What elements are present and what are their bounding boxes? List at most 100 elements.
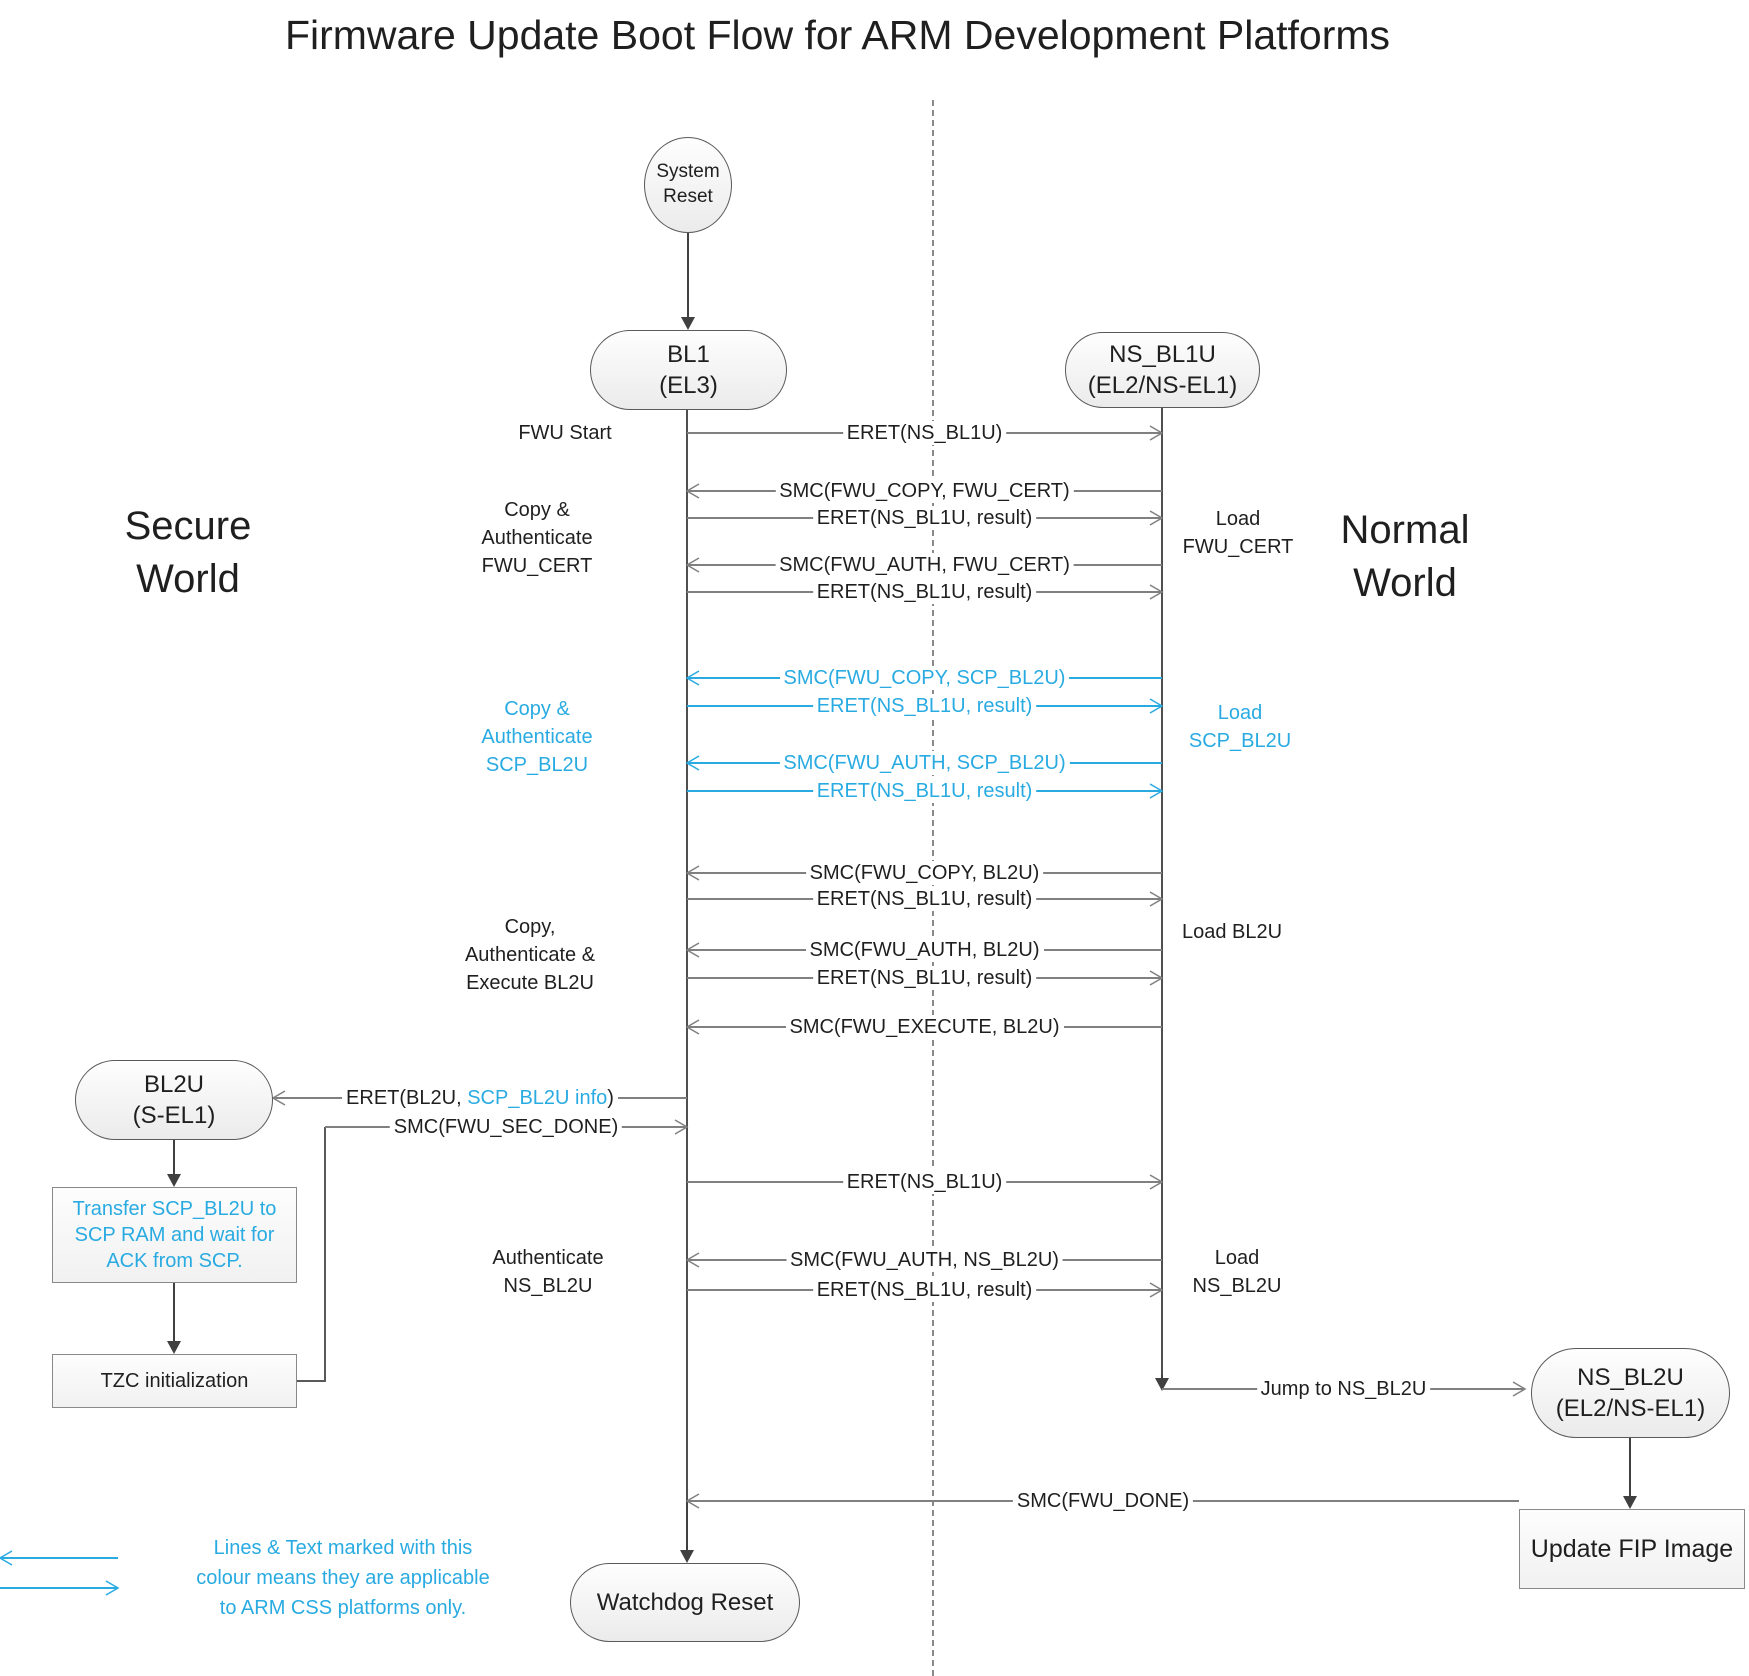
eret-result-3-label: ERET(NS_BL1U, result) xyxy=(812,694,1037,718)
smc-fwu-auth-scp-bl2u-label: SMC(FWU_AUTH, SCP_BL2U) xyxy=(779,751,1070,775)
node-bl1-label: (EL3) xyxy=(659,372,718,399)
sec-done-elbow-horizontal xyxy=(297,1380,326,1382)
eret-result-4-label: ERET(NS_BL1U, result) xyxy=(812,779,1037,803)
transfer-to-tzc-arrow-line xyxy=(172,1283,176,1343)
node-tzc-initialization: TZC initialization xyxy=(52,1354,297,1408)
load-scp-bl2u-label-line: Load xyxy=(1217,702,1263,724)
node-bl2u: BL2U(S-EL1) xyxy=(75,1060,273,1140)
arrowhead-left-icon xyxy=(685,483,700,499)
diagram-title: Firmware Update Boot Flow for ARM Develo… xyxy=(284,12,1391,58)
bl1-to-watchdog-arrow-head-icon xyxy=(680,1550,694,1563)
arrowhead-right-icon xyxy=(1512,1381,1527,1397)
reset-to-bl1-arrow-head-icon xyxy=(681,317,695,330)
eret-result-6-label: ERET(NS_BL1U, result) xyxy=(812,966,1037,990)
copy-auth-fwu-cert-label-line: FWU_CERT xyxy=(481,555,593,577)
copy-auth-fwu-cert-label-line: Authenticate xyxy=(481,527,593,549)
smc-fwu-done-label: SMC(FWU_DONE) xyxy=(1012,1489,1194,1513)
node-transfer-scp-bl2u: Transfer SCP_BL2U to SCP RAM and wait for… xyxy=(52,1187,297,1283)
arrowhead-left-icon xyxy=(0,1550,13,1566)
arrowhead-left-icon xyxy=(685,1252,700,1268)
eret-result-5-label: ERET(NS_BL1U, result) xyxy=(812,887,1037,911)
copy-auth-execute-bl2u-label-line: Authenticate & xyxy=(464,944,596,966)
node-bl2u-label: BL2U xyxy=(143,1070,205,1098)
arrowhead-left-icon xyxy=(685,942,700,958)
load-ns-bl2u-label-line: NS_BL2U xyxy=(1192,1275,1282,1297)
eret-bl2u-scp-info-label: ERET(BL2U, SCP_BL2U info) xyxy=(342,1086,618,1110)
arrowhead-right-icon xyxy=(1149,584,1164,600)
copy-auth-execute-bl2u-label: Copy, Authenticate & Execute BL2U xyxy=(465,913,595,997)
copy-auth-execute-bl2u-label-line: Execute BL2U xyxy=(466,972,594,994)
legend-arrow-left-line xyxy=(0,1557,118,1559)
ns-bl2u-to-fip-arrow-line xyxy=(1628,1438,1632,1498)
arrowhead-right-icon xyxy=(1149,970,1164,986)
eret-result-1-label: ERET(NS_BL1U, result) xyxy=(812,506,1037,530)
node-watchdog-reset: Watchdog Reset xyxy=(570,1563,800,1642)
ns-bl1u-lifeline-end-arrow-head-icon xyxy=(1155,1378,1169,1391)
node-update-fip-image-label: Update FIP Image xyxy=(1530,1534,1734,1563)
node-transfer-scp-bl2u-label: SCP RAM and wait for xyxy=(74,1224,275,1246)
smc-fwu-auth-fwu-cert-label: SMC(FWU_AUTH, FWU_CERT) xyxy=(775,553,1074,577)
node-ns-bl1u-label: NS_BL1U xyxy=(1109,340,1216,368)
arrowhead-left-icon xyxy=(271,1090,286,1106)
arrowhead-left-icon xyxy=(685,1493,700,1509)
smc-fwu-copy-bl2u-label: SMC(FWU_COPY, BL2U) xyxy=(805,861,1044,885)
normal-world-line1: Normal xyxy=(1340,508,1470,552)
sec-done-elbow-vertical xyxy=(324,1127,326,1381)
arrowhead-right-icon xyxy=(1149,1282,1164,1298)
legend-line3: to ARM CSS platforms only. xyxy=(219,1597,467,1619)
node-update-fip-image: Update FIP Image xyxy=(1519,1509,1745,1589)
node-system-reset-label: System xyxy=(656,161,720,183)
authenticate-ns-bl2u-label-line: Authenticate xyxy=(492,1247,604,1269)
bl1-lifeline xyxy=(686,410,688,1501)
ns-bl2u-to-fip-arrow-head-icon xyxy=(1623,1496,1637,1509)
copy-auth-scp-bl2u-label-line: SCP_BL2U xyxy=(485,754,589,776)
arrowhead-left-icon xyxy=(685,865,700,881)
arrowhead-right-icon xyxy=(1149,425,1164,441)
arrowhead-right-icon xyxy=(105,1580,120,1596)
arrowhead-right-icon xyxy=(1149,1174,1164,1190)
node-transfer-scp-bl2u-label: Transfer SCP_BL2U to xyxy=(72,1198,277,1220)
smc-fwu-copy-scp-bl2u-label: SMC(FWU_COPY, SCP_BL2U) xyxy=(779,666,1070,690)
eret-ns-bl1u-start-label: ERET(NS_BL1U) xyxy=(842,421,1007,445)
arrowhead-left-icon xyxy=(685,670,700,686)
reset-to-bl1-arrow-line xyxy=(686,232,690,319)
node-tzc-initialization-label: TZC initialization xyxy=(100,1370,249,1392)
load-ns-bl2u-label-line: Load xyxy=(1214,1247,1260,1269)
bl2u-to-transfer-arrow-head-icon xyxy=(167,1174,181,1187)
eret-result-7-label: ERET(NS_BL1U, result) xyxy=(812,1278,1037,1302)
legend-line2: colour means they are applicable xyxy=(196,1567,490,1589)
node-watchdog-reset-label: Watchdog Reset xyxy=(596,1588,774,1616)
ns-bl1u-lifeline xyxy=(1161,408,1163,1377)
legend-arrow-right-line xyxy=(0,1587,118,1589)
smc-fwu-copy-fwu-cert-label: SMC(FWU_COPY, FWU_CERT) xyxy=(775,479,1074,503)
arrowhead-right-icon xyxy=(1149,891,1164,907)
node-bl1-label: BL1 xyxy=(667,340,710,368)
eret-bl2u-scp-info-label-part: ) xyxy=(607,1087,614,1109)
eret-ns-bl1u-2-label: ERET(NS_BL1U) xyxy=(842,1170,1007,1194)
secure-world-label: Secure World xyxy=(125,500,252,606)
node-transfer-scp-bl2u-label: ACK from SCP. xyxy=(106,1250,243,1272)
eret-result-2-label: ERET(NS_BL1U, result) xyxy=(812,580,1037,604)
arrowhead-right-icon xyxy=(1149,510,1164,526)
legend-note: Lines & Text marked with this colour mea… xyxy=(113,1533,573,1623)
arrowhead-right-icon xyxy=(1149,783,1164,799)
jump-to-ns-bl2u-label: Jump to NS_BL2U xyxy=(1256,1377,1431,1401)
copy-auth-scp-bl2u-label-line: Authenticate xyxy=(481,726,593,748)
arrowhead-left-icon xyxy=(685,1019,700,1035)
secure-world-line1: Secure xyxy=(124,504,252,548)
load-fwu-cert-label-line: Load xyxy=(1215,508,1261,530)
smc-fwu-execute-bl2u-label: SMC(FWU_EXECUTE, BL2U) xyxy=(785,1015,1064,1039)
arrowhead-right-icon xyxy=(674,1119,689,1135)
node-ns-bl1u-label: (EL2/NS-EL1) xyxy=(1087,372,1238,399)
ns-bl1u-lifeline-end-arrow-line xyxy=(1160,1375,1164,1380)
node-bl1: BL1 (EL3) xyxy=(590,330,787,410)
copy-auth-scp-bl2u-label-line: Copy & xyxy=(504,698,570,720)
copy-auth-execute-bl2u-label-line: Copy, xyxy=(504,916,556,938)
